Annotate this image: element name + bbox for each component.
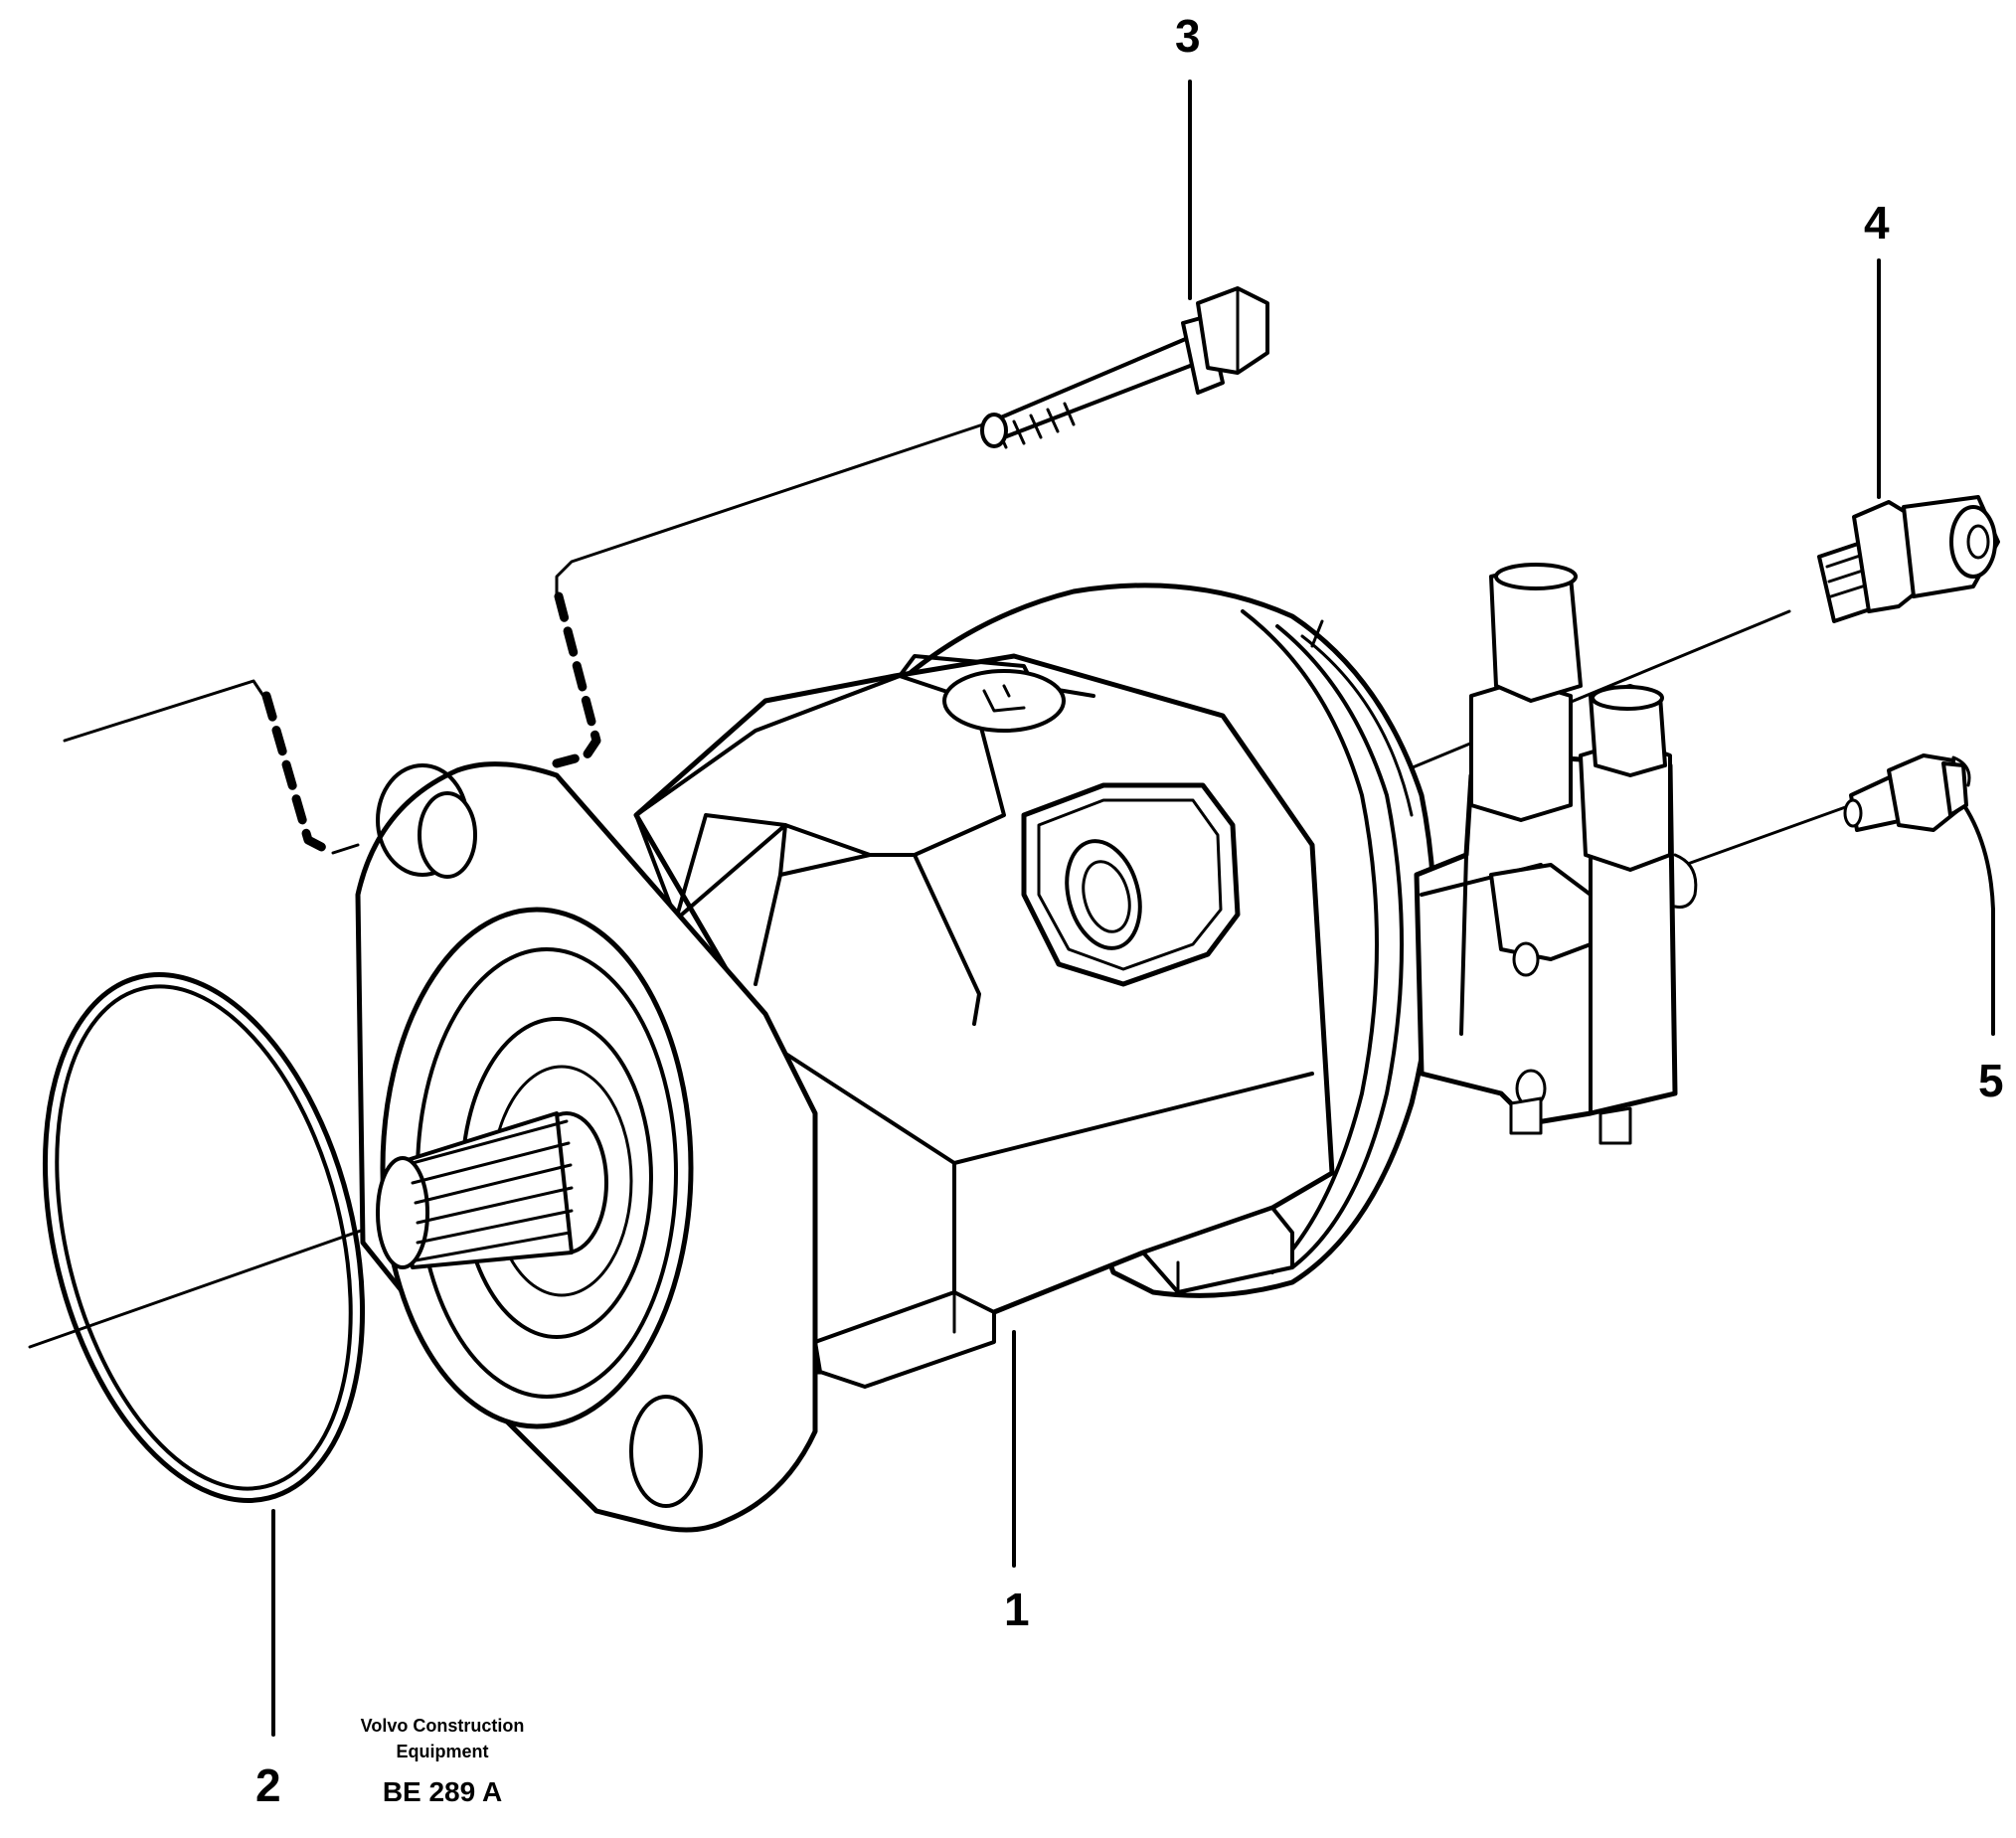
o-ring	[42, 972, 366, 1503]
fitting-upper	[1817, 495, 2000, 623]
figure-caption: Volvo Construction Equipment BE 289 A	[361, 1716, 525, 1807]
callout-5: 5	[1978, 1055, 2004, 1106]
caption-line-2: Equipment	[397, 1742, 489, 1761]
callout-4: 4	[1864, 197, 1890, 249]
fitting-lower	[1843, 753, 1971, 832]
callout-labels: 1 2 3 4 5	[255, 10, 2004, 1811]
callout-3: 3	[1175, 10, 1201, 62]
flange-bolt	[980, 286, 1269, 449]
caption-line-1: Volvo Construction	[361, 1716, 525, 1736]
figure-code: BE 289 A	[383, 1776, 502, 1807]
hydraulic-pump	[355, 563, 1698, 1533]
callout-1: 1	[1004, 1584, 1030, 1635]
callout-2: 2	[255, 1759, 281, 1811]
